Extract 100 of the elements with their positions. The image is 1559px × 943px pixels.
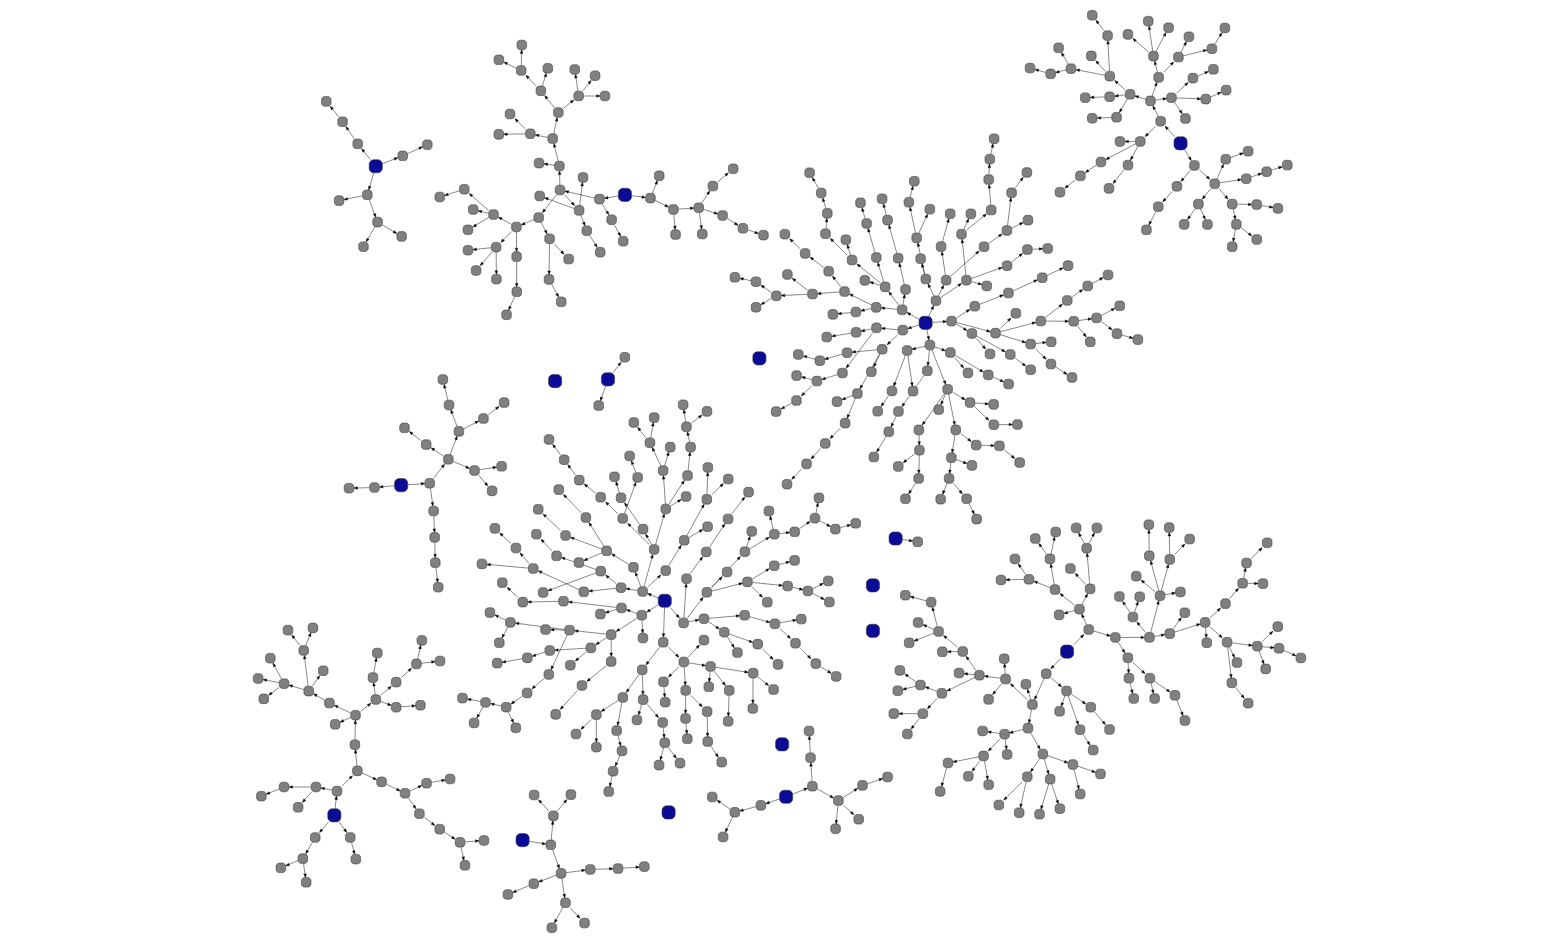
arrow — [1105, 143, 1136, 160]
arrow — [583, 552, 603, 561]
arrow — [1271, 166, 1283, 171]
node-box — [1095, 156, 1107, 168]
arrow — [477, 210, 489, 214]
arrow — [433, 463, 445, 479]
arrow — [544, 197, 575, 209]
arrow — [779, 619, 797, 624]
node-box — [1144, 550, 1155, 561]
node-box — [737, 223, 748, 234]
arrow — [351, 842, 356, 855]
arrow — [614, 224, 621, 237]
node-box — [279, 678, 290, 689]
node-box — [821, 332, 832, 343]
arrow — [424, 817, 436, 826]
node-box — [983, 174, 994, 185]
node-box — [1005, 349, 1016, 360]
arrow — [382, 224, 397, 234]
arrow — [1136, 621, 1146, 633]
arrow — [400, 668, 412, 678]
node-box — [902, 345, 913, 356]
arrow — [312, 675, 320, 687]
node-box — [1041, 668, 1052, 679]
node-box — [840, 234, 851, 245]
arrow — [1035, 341, 1047, 345]
node-box — [659, 737, 670, 748]
arrow — [1230, 152, 1244, 158]
arrow — [1129, 682, 1134, 694]
node-box — [1171, 181, 1182, 192]
arrow — [588, 522, 604, 547]
arrow — [641, 674, 645, 696]
node-box — [813, 492, 824, 503]
node-box — [1114, 136, 1126, 147]
node-box — [606, 214, 617, 225]
node-box — [679, 535, 690, 546]
node-box — [823, 575, 834, 587]
arrow — [927, 283, 934, 297]
arrow — [769, 515, 774, 530]
node-box — [462, 224, 473, 235]
node-box — [971, 514, 982, 525]
arrow — [561, 557, 597, 570]
node-box — [1014, 807, 1025, 818]
node-box — [810, 658, 821, 669]
arrow — [953, 483, 963, 495]
arrow — [1176, 82, 1189, 94]
node-box — [705, 661, 716, 672]
arrow — [926, 329, 930, 341]
arrow — [1085, 552, 1090, 585]
arrow — [600, 700, 619, 712]
node-box — [534, 158, 545, 169]
arrow — [1051, 783, 1059, 805]
node-box — [750, 276, 761, 287]
node-box — [256, 791, 267, 802]
node-box — [945, 347, 956, 358]
arrow — [893, 355, 906, 387]
node-box — [619, 352, 630, 363]
arrow — [354, 749, 358, 767]
node-box — [752, 639, 763, 650]
node-box — [538, 587, 549, 598]
node-box — [457, 693, 468, 704]
arrow — [1247, 581, 1259, 585]
arrow — [956, 322, 991, 333]
arrow — [544, 95, 555, 108]
arrow — [540, 222, 548, 235]
arrow — [472, 217, 489, 228]
node-box — [1034, 809, 1045, 820]
arrow — [1050, 658, 1061, 669]
node-box — [437, 374, 448, 385]
node-box — [1054, 803, 1065, 814]
node-box — [701, 406, 713, 417]
node-box — [966, 328, 977, 339]
node-box — [969, 301, 980, 312]
arrow — [268, 687, 280, 696]
arrow — [531, 678, 545, 690]
node-box — [547, 133, 558, 144]
arrow — [1250, 173, 1262, 178]
arrow — [992, 683, 1002, 695]
arrow — [751, 677, 755, 704]
node-box — [488, 209, 499, 220]
node-box — [362, 189, 373, 200]
arrow — [917, 434, 921, 446]
node-box — [397, 150, 408, 161]
arrow — [1148, 25, 1153, 52]
node-box — [580, 512, 591, 523]
arrow — [542, 72, 547, 87]
node-box — [665, 442, 676, 453]
node-box — [942, 384, 953, 395]
arrow — [659, 747, 664, 761]
node-box — [399, 788, 411, 799]
arrow — [302, 791, 312, 803]
node-box — [769, 529, 780, 540]
node-box — [516, 65, 527, 76]
arrow — [976, 338, 986, 350]
node-box — [1173, 136, 1188, 151]
arrow — [689, 556, 703, 574]
arrow — [739, 806, 757, 812]
arrow — [542, 513, 561, 531]
arrow — [762, 648, 774, 660]
node-box — [594, 194, 605, 205]
arrow — [843, 788, 858, 798]
